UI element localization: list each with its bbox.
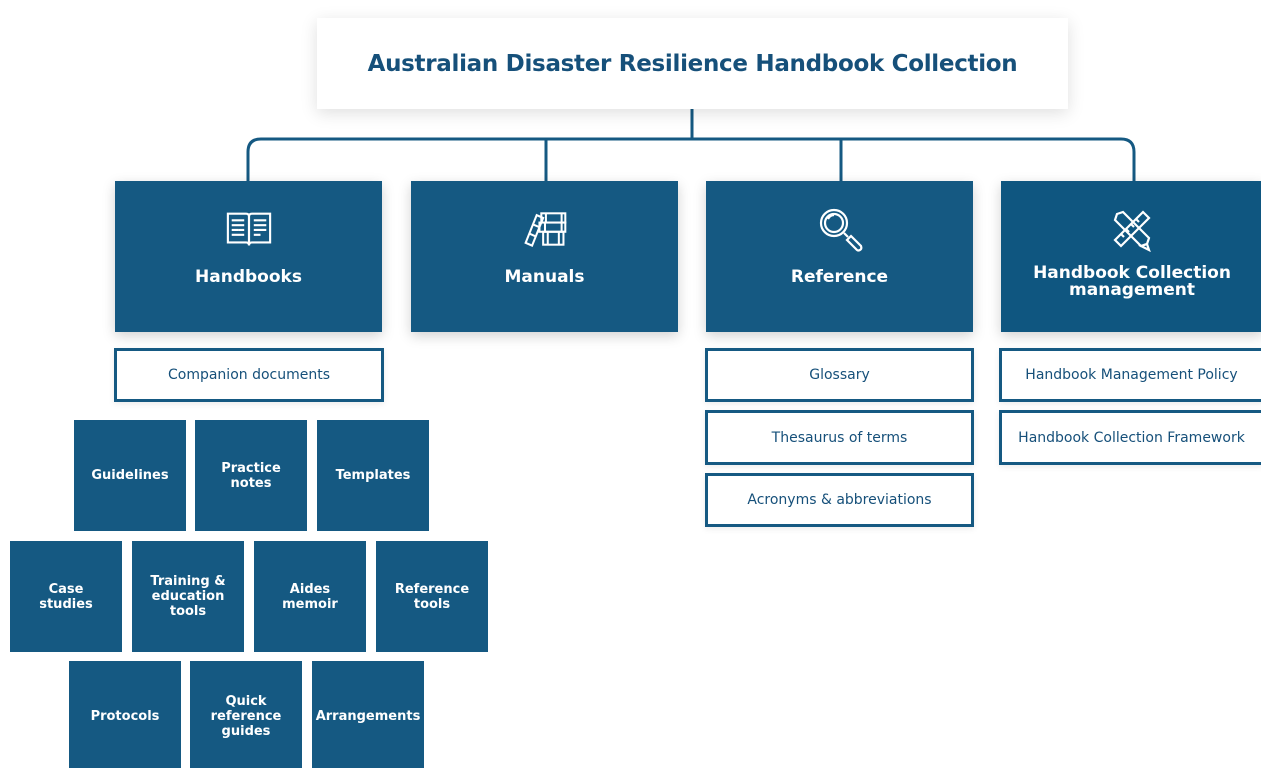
horizontal-branch-connector	[246, 137, 1136, 181]
category-manuals[interactable]: Manuals	[411, 181, 678, 332]
tile-templates[interactable]: Templates	[317, 420, 429, 531]
reference-item-thesaurus[interactable]: Thesaurus of terms	[705, 410, 974, 465]
tile-quick-reference-guides[interactable]: Quick reference guides	[190, 661, 302, 768]
companion-documents-label: Companion documents	[167, 367, 331, 383]
books-stack-icon	[521, 205, 569, 253]
open-book-icon	[225, 205, 273, 253]
collection-title-box: Australian Disaster Resilience Handbook …	[317, 18, 1068, 109]
category-handbook-collection-management[interactable]: Handbook Collection management	[1001, 181, 1261, 332]
tile-reference-tools[interactable]: Reference tools	[376, 541, 488, 652]
collection-title: Australian Disaster Resilience Handbook …	[367, 50, 1018, 77]
reference-item-acronyms[interactable]: Acronyms & abbreviations	[705, 473, 974, 527]
tile-guidelines[interactable]: Guidelines	[74, 420, 186, 531]
ruler-pencil-icon	[1108, 205, 1156, 253]
magnifier-icon	[816, 205, 864, 253]
management-item-label: Handbook Management Policy	[1025, 367, 1238, 383]
management-item-label: Handbook Collection Framework	[1018, 429, 1245, 446]
reference-item-label: Acronyms & abbreviations	[747, 492, 932, 508]
management-item-policy[interactable]: Handbook Management Policy	[999, 348, 1261, 402]
tile-protocols[interactable]: Protocols	[69, 661, 181, 768]
tile-training-education-tools[interactable]: Training & education tools	[132, 541, 244, 652]
category-label: Handbook Collection management	[1033, 263, 1231, 300]
category-label: Manuals	[504, 267, 585, 287]
companion-documents-box[interactable]: Companion documents	[114, 348, 384, 402]
category-label: Handbooks	[195, 267, 302, 287]
tile-practice-notes[interactable]: Practice notes	[195, 420, 307, 531]
category-label: Reference	[790, 267, 889, 287]
management-item-framework[interactable]: Handbook Collection Framework	[999, 410, 1261, 465]
tile-aides-memoir[interactable]: Aides memoir	[254, 541, 366, 652]
reference-item-glossary[interactable]: Glossary	[705, 348, 974, 402]
category-reference[interactable]: Reference	[706, 181, 973, 332]
category-handbooks[interactable]: Handbooks	[115, 181, 382, 332]
tile-arrangements[interactable]: Arrangements	[312, 661, 424, 768]
reference-item-label: Thesaurus of terms	[771, 429, 908, 446]
tile-case-studies[interactable]: Case studies	[10, 541, 122, 652]
reference-item-label: Glossary	[809, 367, 870, 383]
